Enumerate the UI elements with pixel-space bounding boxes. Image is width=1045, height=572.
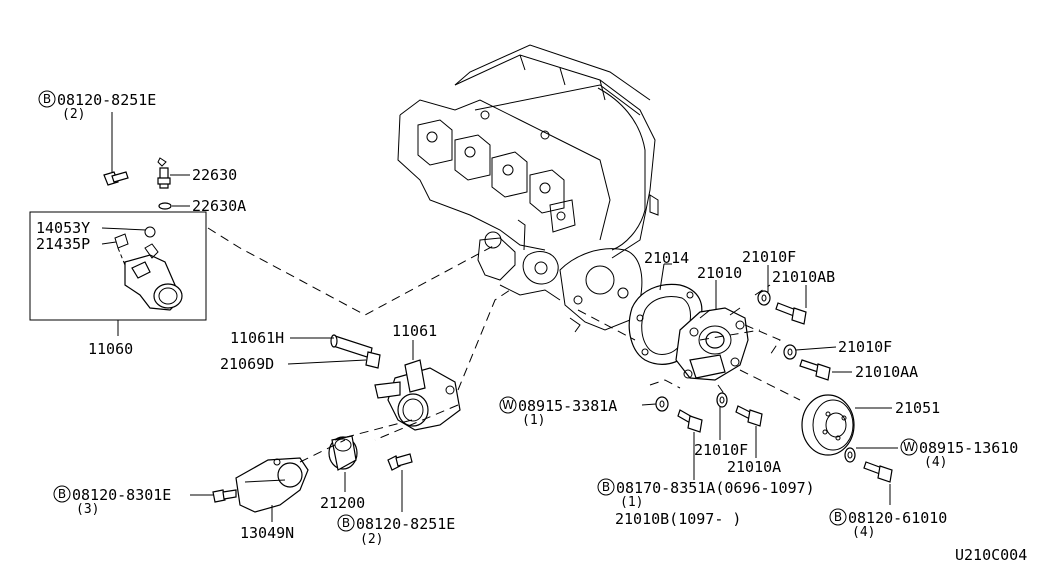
label-08915-13610: 08915-13610 <box>919 439 1018 457</box>
dashed-lines <box>207 227 801 463</box>
label-08170-8351A: 08170-8351A(0696-1097) <box>616 479 815 497</box>
bolt-21010AA <box>799 359 831 381</box>
bolt-prefix: B <box>58 487 66 501</box>
water-outlet-11061 <box>330 334 461 431</box>
qty-08120-8251E-bottom: (2) <box>360 532 383 547</box>
label-21010F-b: 21010F <box>838 338 892 356</box>
qty-08120-8251E-top: (2) <box>62 107 85 122</box>
bolt-21010A <box>735 405 763 427</box>
bolt-21010AB <box>775 302 807 325</box>
label-21010F-a: 21010F <box>742 248 796 266</box>
washer-21010F-b <box>783 344 797 360</box>
bolt-prefix-badge <box>597 478 615 496</box>
pulley-21051 <box>801 394 855 456</box>
label-13049N: 13049N <box>240 524 294 542</box>
bolt-prefix-badge <box>53 485 71 503</box>
bolt-08120-8301E <box>212 489 237 503</box>
label-21010A: 21010A <box>727 458 781 476</box>
diagram-id: U210C004 <box>955 546 1027 564</box>
bolt-prefix-badge <box>829 508 847 526</box>
label-08915-3381A: 08915-3381A <box>518 397 617 415</box>
label-21010AA: 21010AA <box>855 363 918 381</box>
washer-prefix-badge <box>499 396 517 414</box>
label-08120-61010: 08120-61010 <box>848 509 947 527</box>
engine-block <box>397 44 659 333</box>
label-21010F-c: 21010F <box>694 441 748 459</box>
label-21014: 21014 <box>644 249 689 267</box>
label-11060: 11060 <box>88 340 133 358</box>
washer-21010F-c <box>716 392 728 408</box>
washer-prefix: W <box>903 440 915 454</box>
label-21435P: 21435P <box>36 235 90 253</box>
label-22630A: 22630A <box>192 197 246 215</box>
label-11061: 11061 <box>392 322 437 340</box>
leader-lines <box>101 112 898 522</box>
label-08120-8251E-bottom: 08120-8251E <box>356 515 455 533</box>
bolt-prefix: B <box>834 510 842 524</box>
washer-21010F-a <box>757 290 771 306</box>
bolt-prefix-badge <box>337 514 355 532</box>
bolt-prefix-badge <box>38 90 56 108</box>
assembly-box-11060 <box>29 211 207 321</box>
bolt-prefix: B <box>342 516 350 530</box>
label-21051: 21051 <box>895 399 940 417</box>
label-21010B: 21010B(1097- ) <box>615 510 741 528</box>
callout-labels: B 08120-8251E (2) 22630 22630A 14053Y 21… <box>36 90 1027 564</box>
label-08120-8251E-top: 08120-8251E <box>57 91 156 109</box>
label-21069D: 21069D <box>220 355 274 373</box>
washer-prefix: W <box>502 398 514 412</box>
water-inlet-13049N <box>235 457 309 513</box>
label-21010AB: 21010AB <box>772 268 835 286</box>
bolt-08120-61010 <box>863 461 893 483</box>
label-14053Y: 14053Y <box>36 219 90 237</box>
bolt-08120-8251E-top <box>103 171 129 186</box>
label-21200: 21200 <box>320 494 365 512</box>
label-22630: 22630 <box>192 166 237 184</box>
sensor-22630 <box>157 157 172 210</box>
bolt-08170-8351A <box>677 409 703 433</box>
label-11061H: 11061H <box>230 329 284 347</box>
bolt-prefix: B <box>43 92 51 106</box>
qty-08915-3381A: (1) <box>522 413 545 428</box>
qty-08915-13610: (4) <box>924 455 947 470</box>
qty-08120-8301E: (3) <box>76 502 99 517</box>
washer-08915-13610 <box>844 447 856 463</box>
water-pump-21010 <box>675 307 749 381</box>
label-08120-8301E: 08120-8301E <box>72 486 171 504</box>
qty-08120-61010: (4) <box>852 525 875 540</box>
bolt-08120-8251E-bottom <box>387 453 413 471</box>
qty-08170-8351A: (1) <box>620 495 643 510</box>
washer-08915-3381A <box>655 396 669 412</box>
thermostat-21200 <box>328 435 358 471</box>
washer-prefix-badge <box>900 438 918 456</box>
bolt-prefix: B <box>602 480 610 494</box>
label-21010: 21010 <box>697 264 742 282</box>
